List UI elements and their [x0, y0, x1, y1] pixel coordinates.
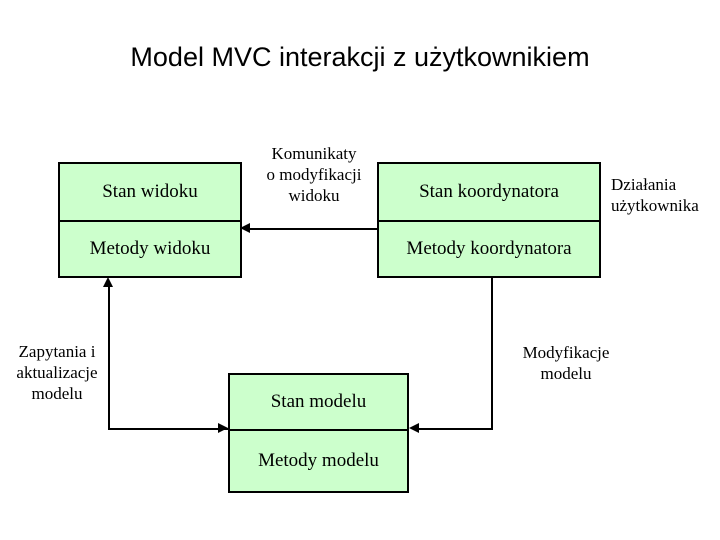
connector-model-to-view-vertical — [108, 287, 110, 429]
user-actions-label-line-2: użytkownika — [611, 196, 699, 215]
messages-label: Komunikaty o modyfikacji widoku — [250, 143, 378, 206]
user-actions-label: Działania użytkownika — [611, 174, 715, 216]
connector-view-to-model-arrowhead — [218, 423, 228, 433]
queries-label-line-2: aktualizacje — [16, 363, 98, 382]
view-box[interactable]: Stan widoku Metody widoku — [58, 162, 242, 278]
model-modifications-label-line-2: modelu — [540, 364, 592, 383]
model-methods-cell: Metody modelu — [258, 450, 379, 471]
model-modifications-label: Modyfikacje modelu — [502, 342, 630, 384]
connector-coordinator-to-model-arrowhead — [409, 423, 419, 433]
connector-model-to-view-horizontal — [108, 428, 228, 430]
connector-coordinator-to-model-vertical — [491, 278, 493, 430]
queries-label-line-1: Zapytania i — [18, 342, 96, 361]
messages-label-line-2: o modyfikacji — [266, 165, 362, 184]
connector-coordinator-to-view-line — [248, 228, 378, 230]
queries-label-line-3: modelu — [31, 384, 83, 403]
connector-model-to-view-arrowhead — [103, 277, 113, 287]
queries-label: Zapytania i aktualizacje modelu — [2, 341, 112, 404]
messages-label-line-1: Komunikaty — [271, 144, 357, 163]
coordinator-methods-cell: Metody koordynatora — [406, 238, 572, 259]
user-actions-label-line-1: Działania — [611, 175, 677, 194]
connector-coordinator-to-model-horizontal — [419, 428, 493, 430]
connector-coordinator-to-view-arrowhead — [240, 223, 250, 233]
view-state-cell: Stan widoku — [60, 164, 240, 222]
model-modifications-label-line-1: Modyfikacje — [522, 343, 610, 362]
diagram-title: Model MVC interakcji z użytkownikiem — [130, 42, 590, 72]
coordinator-box[interactable]: Stan koordynatora Metody koordynatora — [377, 162, 601, 278]
model-box[interactable]: Stan modelu Metody modelu — [228, 373, 409, 493]
coordinator-state-cell: Stan koordynatora — [379, 164, 599, 222]
messages-label-line-3: widoku — [288, 186, 340, 205]
view-methods-cell: Metody widoku — [89, 238, 211, 259]
model-state-cell: Stan modelu — [230, 375, 407, 431]
